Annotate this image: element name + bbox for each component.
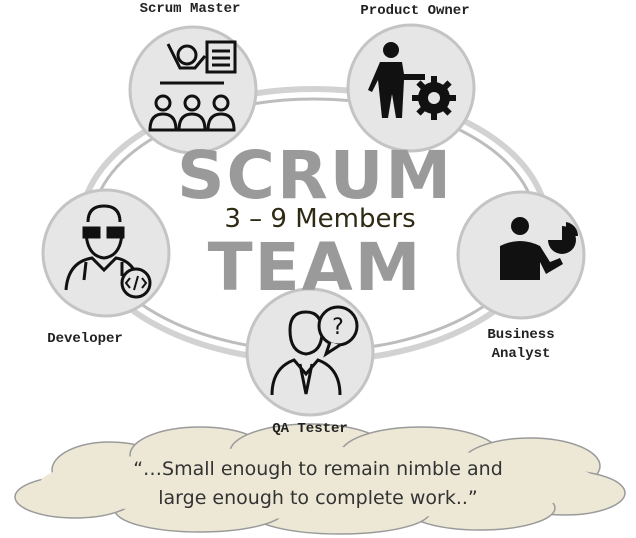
label-developer: Developer <box>47 331 123 347</box>
quote-line-2: large enough to complete work..” <box>158 487 478 509</box>
business-analyst-node <box>456 190 586 320</box>
product-owner-node <box>346 23 476 153</box>
label-business-analyst-2: Analyst <box>491 346 551 362</box>
label-scrum-master: Scrum Master <box>139 1 241 17</box>
analyst-chart-icon <box>500 217 579 280</box>
team-size: 3 – 9 Members <box>224 204 416 234</box>
title-team: TEAM <box>207 229 423 306</box>
question-person-icon: ? <box>270 305 359 396</box>
developer-icon <box>64 204 152 299</box>
quote-line-1: “…Small enough to remain nimble and <box>133 458 503 480</box>
developer-node <box>41 188 171 318</box>
label-product-owner: Product Owner <box>360 3 470 19</box>
presenter-icon <box>148 40 237 132</box>
qa-tester-node: ? <box>245 287 375 417</box>
label-business-analyst-1: Business <box>487 327 555 343</box>
person-gear-icon <box>368 42 456 120</box>
title-scrum: SCRUM <box>176 137 454 214</box>
svg-text:?: ? <box>332 315 344 340</box>
scrum-master-node <box>128 25 258 155</box>
label-qa-tester: QA Tester <box>272 421 348 437</box>
